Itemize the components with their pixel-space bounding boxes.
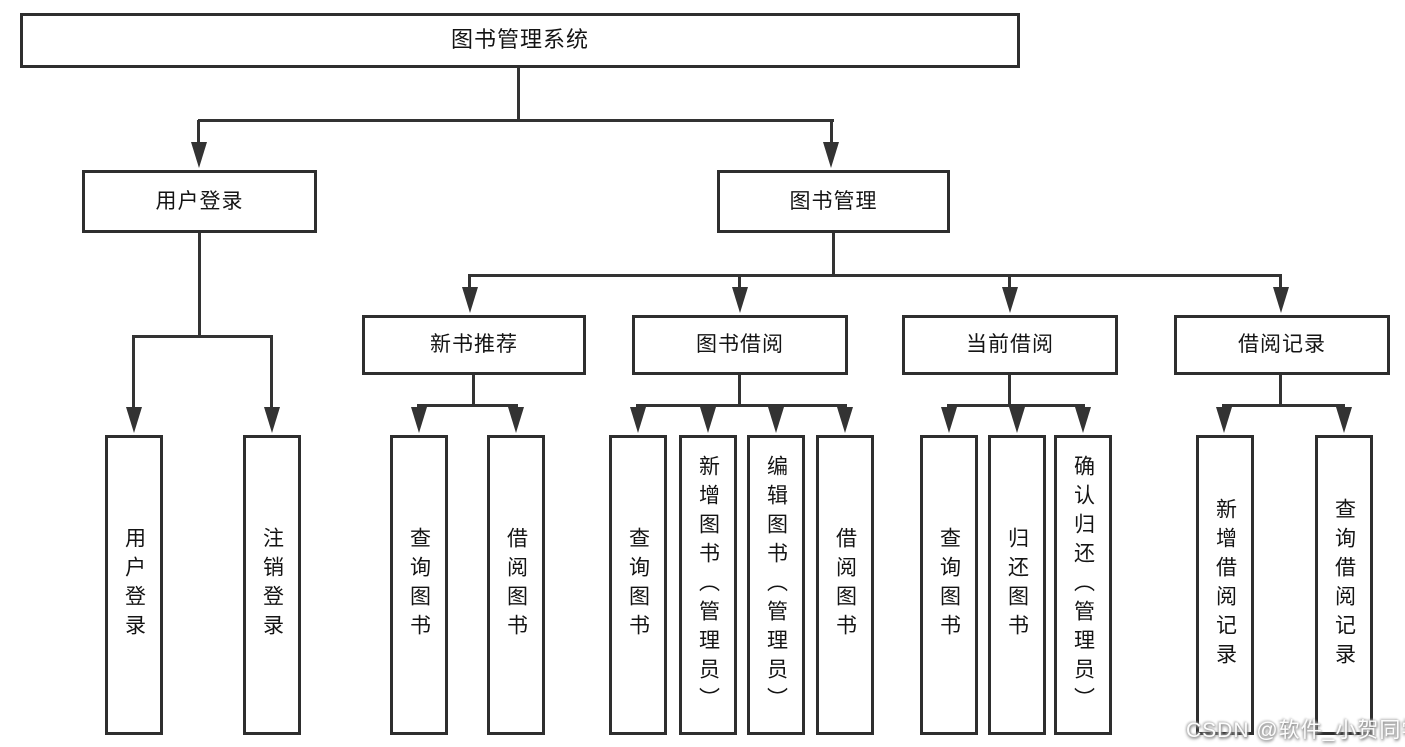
csdn-watermark: CSDN @软件_小贺同学 (1186, 719, 1405, 742)
leaf-current-return-books: 归还图书 (988, 435, 1046, 735)
arrow-down-icon (1273, 287, 1289, 313)
connector-bookmgmt-branch-2 (738, 275, 741, 291)
arrow-down-icon (126, 407, 142, 433)
node-new-book-recommend: 新书推荐 (362, 315, 586, 375)
leaf-recommend-query-books: 查询图书 (390, 435, 448, 735)
leaf-records-query-record: 查询借阅记录 (1315, 435, 1373, 735)
node-book-management: 图书管理 (717, 170, 950, 233)
leaf-records-add-record: 新增借阅记录 (1196, 435, 1254, 735)
leaf-borrow-add-books-admin: 新增图书（管理员） (679, 435, 737, 735)
node-library-system: 图书管理系统 (20, 13, 1020, 68)
connector-userlogin-branch-1 (132, 337, 135, 409)
arrow-down-icon (732, 287, 748, 313)
connector-records-stub (1279, 375, 1282, 406)
arrow-down-icon (462, 287, 478, 313)
connector-userlogin-stub (198, 233, 201, 337)
connector-userlogin-branch-2 (270, 337, 273, 409)
arrow-down-icon (823, 142, 839, 168)
arrow-down-icon (1216, 407, 1232, 433)
connector-newbook-rail (417, 404, 518, 407)
leaf-recommend-borrow-books: 借阅图书 (487, 435, 545, 735)
arrow-down-icon (941, 407, 957, 433)
arrow-down-icon (411, 407, 427, 433)
connector-newbook-stub (472, 375, 475, 406)
node-borrow-records: 借阅记录 (1174, 315, 1390, 375)
connector-root-branch-left (197, 120, 200, 146)
connector-records-rail (1222, 404, 1345, 407)
leaf-logout: 注销登录 (243, 435, 301, 735)
connector-currentborrow-rail (947, 404, 1085, 407)
connector-bookmgmt-branch-4 (1279, 275, 1282, 291)
node-current-borrow: 当前借阅 (902, 315, 1118, 375)
leaf-current-query-books: 查询图书 (920, 435, 978, 735)
leaf-borrow-borrow-books: 借阅图书 (816, 435, 874, 735)
connector-bookmgmt-stub (832, 233, 835, 277)
connector-bookmgmt-branch-1 (468, 275, 471, 291)
connector-userlogin-rail (132, 335, 273, 338)
arrow-down-icon (630, 407, 646, 433)
arrow-down-icon (264, 407, 280, 433)
node-user-login: 用户登录 (82, 170, 317, 233)
node-book-borrow: 图书借阅 (632, 315, 848, 375)
arrow-down-icon (768, 407, 784, 433)
connector-root-branch-right (830, 120, 833, 146)
connector-bookmgmt-rail (468, 274, 1282, 277)
leaf-current-confirm-return-admin: 确认归还（管理员） (1054, 435, 1112, 735)
arrow-down-icon (1336, 407, 1352, 433)
arrow-down-icon (1002, 287, 1018, 313)
arrow-down-icon (1009, 407, 1025, 433)
connector-bookborrow-rail (636, 404, 847, 407)
arrow-down-icon (191, 142, 207, 168)
connector-bookmgmt-branch-3 (1008, 275, 1011, 291)
connector-root-stub (517, 68, 520, 120)
arrow-down-icon (837, 407, 853, 433)
arrow-down-icon (508, 407, 524, 433)
leaf-user-login: 用户登录 (105, 435, 163, 735)
connector-bookborrow-stub (738, 375, 741, 406)
connector-currentborrow-stub (1008, 375, 1011, 406)
connector-root-rail (198, 119, 834, 122)
leaf-borrow-edit-books-admin: 编辑图书（管理员） (747, 435, 805, 735)
leaf-borrow-query-books: 查询图书 (609, 435, 667, 735)
arrow-down-icon (1075, 407, 1091, 433)
arrow-down-icon (700, 407, 716, 433)
